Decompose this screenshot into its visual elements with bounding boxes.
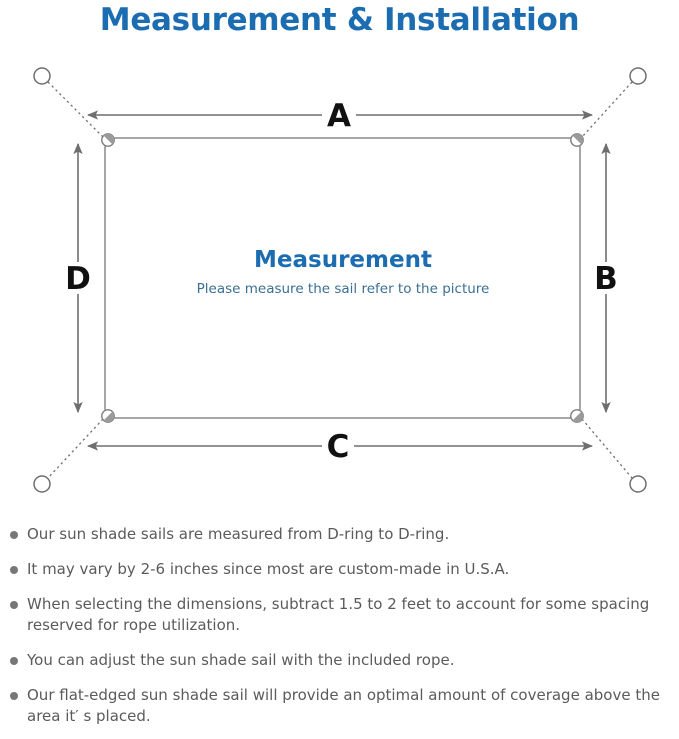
bullet-icon <box>10 531 18 539</box>
list-item: When selecting the dimensions, subtract … <box>0 594 679 636</box>
list-item: Our flat-edged sun shade sail will provi… <box>0 685 679 727</box>
list-item-text: Our flat-edged sun shade sail will provi… <box>27 686 660 725</box>
d-ring-bottom-right-fill <box>572 411 584 423</box>
anchor-point-bottom-right <box>629 475 647 493</box>
bullet-icon <box>10 692 18 700</box>
notes-list: Our sun shade sails are measured from D-… <box>0 524 679 727</box>
d-ring-bottom-left-fill <box>103 411 115 423</box>
list-item-text: Our sun shade sails are measured from D-… <box>27 525 450 543</box>
list-item-text: When selecting the dimensions, subtract … <box>27 595 650 634</box>
sail-outline <box>104 137 581 419</box>
anchor-point-bottom-left <box>33 475 51 493</box>
bullet-icon <box>10 657 18 665</box>
list-item: It may vary by 2-6 inches since most are… <box>0 559 679 580</box>
page-title: Measurement & Installation <box>99 2 580 38</box>
list-item-text: You can adjust the sun shade sail with t… <box>27 651 455 669</box>
list-item: You can adjust the sun shade sail with t… <box>0 650 679 671</box>
d-ring-top-left-fill <box>103 133 115 145</box>
bullet-icon <box>10 601 18 609</box>
rope-bottom-right <box>581 418 633 479</box>
list-item: Our sun shade sails are measured from D-… <box>0 524 679 545</box>
diagram-center-heading: Measurement <box>254 247 432 273</box>
sun-shade-sail-measurement-diagram: A C D B Measurement Please measure the s… <box>33 67 647 493</box>
anchor-point-top-right <box>629 67 647 85</box>
rope-top-left <box>47 81 104 138</box>
bullet-icon <box>10 566 18 574</box>
dimension-label-d: D <box>65 261 91 297</box>
dimension-label-c: C <box>327 429 350 465</box>
rope-top-right <box>581 81 633 138</box>
dimension-label-a: A <box>327 98 351 134</box>
anchor-point-top-left <box>33 67 51 85</box>
dimension-label-b: B <box>594 261 618 297</box>
d-ring-top-right-fill <box>572 133 584 145</box>
diagram-container: A C D B Measurement Please measure the s… <box>0 48 679 518</box>
list-item-text: It may vary by 2-6 inches since most are… <box>27 560 510 578</box>
diagram-center-subheading: Please measure the sail refer to the pic… <box>197 281 490 297</box>
rope-bottom-left <box>47 418 104 479</box>
